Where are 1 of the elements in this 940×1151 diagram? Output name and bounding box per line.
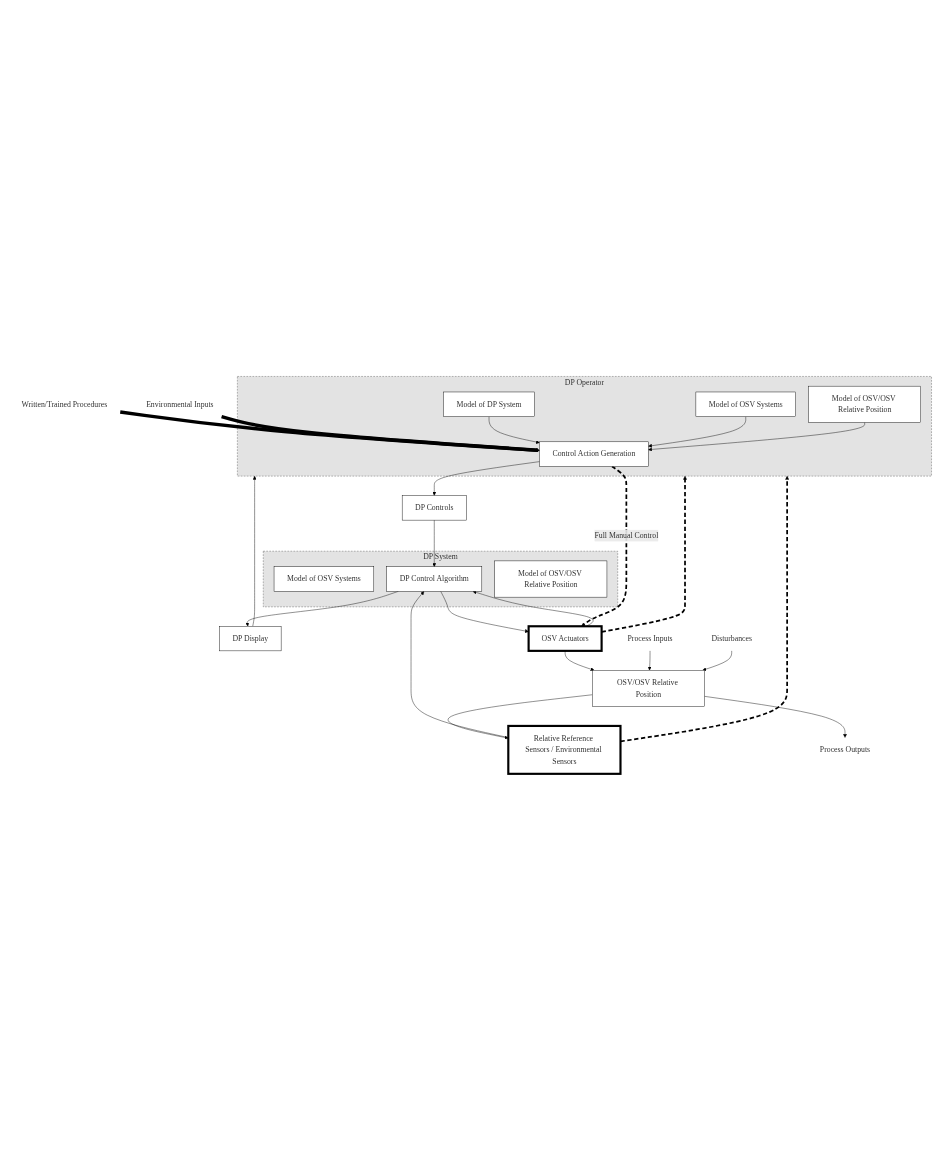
arrow [581,465,628,627]
